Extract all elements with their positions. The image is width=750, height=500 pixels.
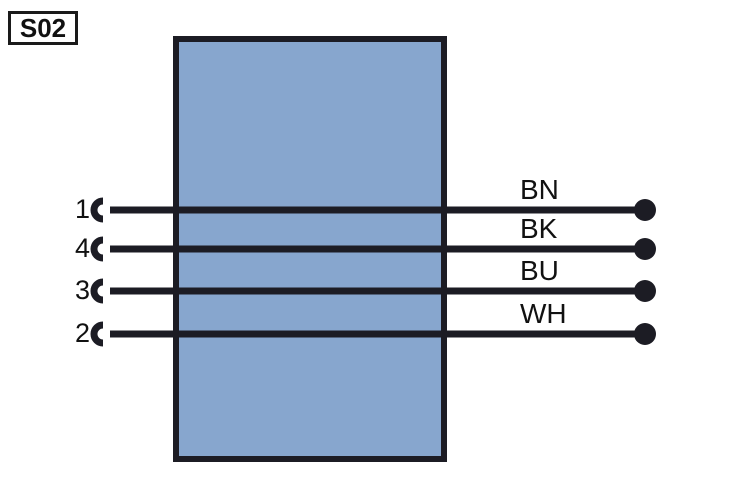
pin-number-2: 2 [74,318,90,348]
pin-connector-icon [90,321,104,347]
wire-terminal-dot [634,238,656,260]
device-tag-box: S02 [8,11,78,45]
wire-terminal-dot [634,280,656,302]
pin-number-3: 3 [74,275,90,305]
pin-connector-icon [90,236,104,262]
pin-connector-icon [90,197,104,223]
pin-number-4: 4 [74,233,90,263]
wire-group [90,197,656,347]
wire-terminal-dot [634,199,656,221]
wire-label-bu: BU [520,255,559,286]
wire-label-bn: BN [520,174,559,205]
wire-terminal-dot [634,323,656,345]
wire-label-bk: BK [520,213,558,244]
pin-number-1: 1 [74,194,90,224]
pin-connector-icon [90,278,104,304]
wire-label-wh: WH [520,298,567,329]
device-tag-label: S02 [19,13,67,43]
